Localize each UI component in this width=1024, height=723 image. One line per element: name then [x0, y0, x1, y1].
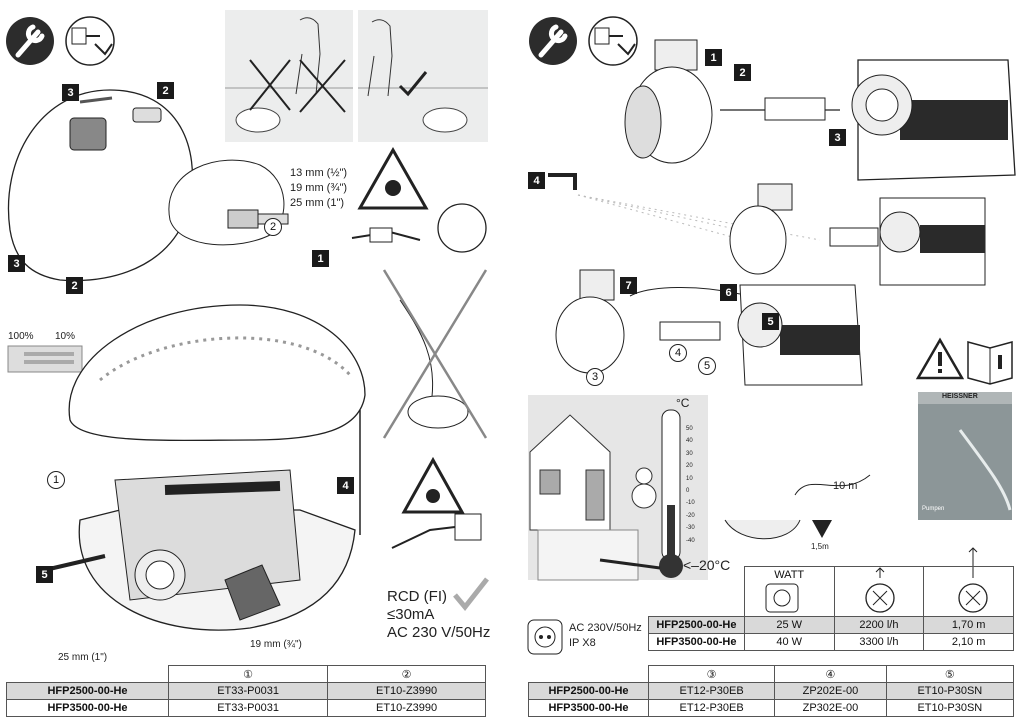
left-parts-table: ① ② HFP2500-00-He ET33-P0031 ET10-Z3990 … — [6, 665, 486, 717]
head-header — [923, 566, 1014, 617]
table-row: HFP3500-00-He ET12-P30EB ZP302E-00 ET10-… — [528, 699, 1015, 717]
cable-length-label: 10 m — [833, 480, 858, 492]
watt-header: WATT — [743, 566, 835, 617]
manual-info-icon — [967, 341, 1013, 385]
booklet-title: Pumpen — [922, 506, 945, 512]
warning-icon — [915, 337, 965, 380]
manual-booklet-image — [918, 392, 1012, 520]
temp-unit-label: °C — [676, 396, 690, 410]
frost-scene — [528, 395, 871, 581]
ok-swim-panel — [358, 10, 488, 142]
step-badge: 1 — [705, 49, 722, 66]
outlet-19-label: 19 mm (¾") — [250, 639, 302, 650]
spec-table: WATT HFP2500-00-He 25 W 2200 l/h 1,70 m … — [648, 566, 1014, 651]
pump-head-drawing-1 — [624, 39, 1016, 181]
pump-housing-drawing — [7, 89, 194, 282]
right-parts-table: ③ ④ ⑤ HFP2500-00-He ET12-P30EB ZP202E-00… — [528, 665, 1015, 717]
col-header: ③ — [647, 665, 776, 683]
pump-outlet-drawing — [168, 159, 289, 246]
table-row: HFP3500-00-He ET33-P0031 ET10-Z3990 — [6, 699, 486, 717]
step-badge: 1 — [312, 250, 329, 267]
unplug-icon — [588, 16, 638, 66]
step-badge: 6 — [720, 284, 737, 301]
warning-triangle-2-icon — [401, 456, 465, 514]
crossed-plug-panel — [382, 269, 488, 439]
warning-triangle-icon — [357, 146, 429, 210]
step-badge: 4 — [337, 477, 354, 494]
flow-min-label: 10% — [55, 331, 76, 342]
flow-max-label: 100% — [8, 331, 34, 342]
no-swim-panel — [225, 10, 353, 142]
rcd-line2: ≤30mA — [387, 606, 435, 623]
thread-size-label: 19 mm (¾") — [290, 182, 348, 194]
table-row: HFP2500-00-He 25 W 2200 l/h 1,70 m — [648, 616, 1014, 634]
rcd-line1: RCD (FI) — [387, 588, 447, 605]
brand-label: HEISSNER — [942, 393, 978, 400]
pump-head-drawing-2 — [729, 183, 986, 286]
part-marker: 3 — [586, 368, 604, 386]
plug-socket-drawing — [391, 513, 489, 611]
exploded-pump-drawing — [44, 304, 366, 631]
step-badge: 3 — [62, 84, 79, 101]
part-marker: 5 — [698, 357, 716, 375]
depth-label: 1,5m — [811, 542, 829, 551]
thread-size-label: 13 mm (½") — [290, 167, 348, 179]
part-marker: 1 — [47, 471, 65, 489]
frost-temp-label: <–20°C — [683, 557, 731, 573]
wrench-icon — [6, 17, 54, 65]
table-row: HFP3500-00-He 40 W 3300 l/h 2,10 m — [648, 633, 1014, 651]
power-spec-line2: IP X8 — [569, 637, 596, 649]
socket-icon — [527, 619, 563, 655]
step-badge: 2 — [157, 82, 174, 99]
step-badge: 5 — [762, 313, 779, 330]
step-badge: 4 — [528, 172, 545, 189]
part-marker: 2 — [264, 218, 282, 236]
rcd-line3: AC 230 V/50Hz — [387, 624, 491, 641]
part-marker: 4 — [669, 344, 687, 362]
plug-hand-drawing — [351, 203, 487, 253]
step-badge: 2 — [66, 277, 83, 294]
col-header: ② — [327, 665, 486, 683]
unplug-icon — [65, 16, 115, 66]
step-badge: 7 — [620, 277, 637, 294]
thread-size-label: 25 mm (1") — [290, 197, 345, 209]
step-badge: 3 — [8, 255, 25, 272]
power-spec-line1: AC 230V/50Hz — [569, 622, 642, 634]
col-header: ④ — [774, 665, 887, 683]
flow-scale-box — [7, 345, 83, 373]
wrench-icon — [529, 17, 577, 65]
col-header: ⑤ — [885, 665, 1015, 683]
outlet-25-label: 25 mm (1") — [58, 652, 108, 663]
step-badge: 2 — [734, 64, 751, 81]
step-badge: 3 — [829, 129, 846, 146]
flow-header — [833, 566, 925, 617]
step-badge: 5 — [36, 566, 53, 583]
table-row: HFP2500-00-He ET12-P30EB ZP202E-00 ET10-… — [528, 682, 1015, 700]
